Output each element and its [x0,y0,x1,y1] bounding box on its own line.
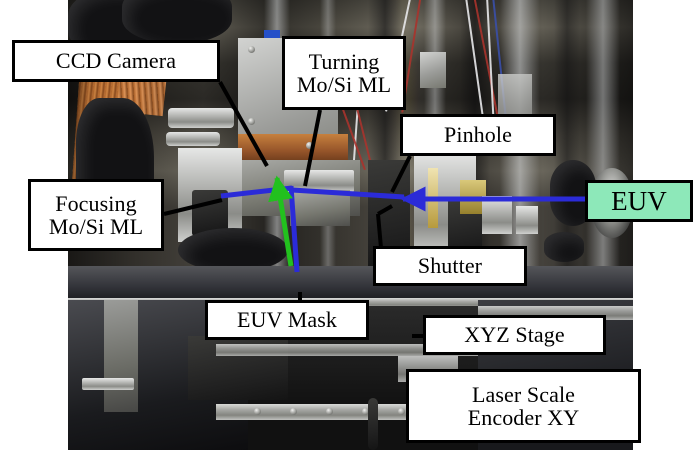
instrument-block [516,206,538,234]
instrument-block [482,196,512,234]
housing-bolt [248,118,255,125]
label-euv-mask[interactable]: EUV Mask [205,300,369,340]
micrometer-actuator [168,108,234,128]
turning-mirror-body [290,190,350,226]
housing-bolt [306,142,313,149]
chamber-port-flange [544,232,584,262]
rail-bolt [290,408,297,415]
label-pinhole[interactable]: Pinhole [400,114,556,156]
label-ccd-camera[interactable]: CCD Camera [12,40,220,82]
turning-mirror-mount [284,170,354,192]
label-euv-source[interactable]: EUV [585,180,693,222]
rail-bolt [398,408,405,415]
micrometer-actuator [166,132,220,146]
rail-bolt [326,408,333,415]
rail-bolt [254,408,261,415]
label-laser-scale-encoder-xy[interactable]: Laser Scale Encoder XY [406,369,641,443]
circular-optic-mount [178,228,288,272]
rail-bolt [362,408,369,415]
label-shutter[interactable]: Shutter [373,246,527,286]
label-focusing-mosi-ml[interactable]: Focusing Mo/Si ML [28,179,164,251]
housing-bolt [248,46,255,53]
granite-base-top [68,266,633,300]
stage-pad [82,378,134,390]
cable-bundle [368,398,378,450]
copper-mounting-plate [238,134,348,162]
pinhole-aperture-holder [428,168,438,228]
stage-column [104,300,138,412]
dark-optic-housing [122,0,232,44]
label-xyz-stage[interactable]: XYZ Stage [423,315,606,355]
instrument-block [420,52,446,88]
blue-marker-tape [264,30,280,38]
label-turning-mosi-ml[interactable]: Turning Mo/Si ML [282,36,406,110]
